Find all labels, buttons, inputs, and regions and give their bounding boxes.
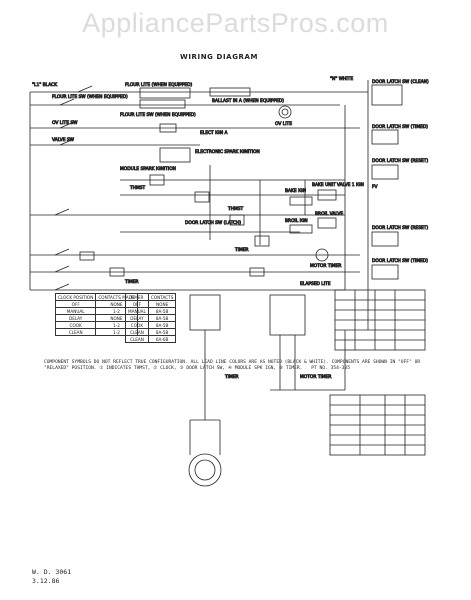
label-broil-ign: BROIL IGN [285,218,308,224]
table-cell: 8A-5B [147,314,177,322]
label-timer-3: TIMER [224,374,239,380]
table-cell: 8A-5B [147,307,177,315]
table-cell: COOK [54,321,97,329]
floor-lite-tube [139,87,191,99]
table-cell: DELAY [54,314,97,322]
door-latch-sw-1 [371,84,403,106]
table-cell: CLEAN [125,335,149,343]
door-latch-sw-4 [371,231,399,247]
table-cell: 6A-6B [147,335,177,343]
table-cell: MANUAL [125,307,149,315]
oven-lite-bulb [278,105,292,119]
label-motor-timer: MOTOR TIMER [310,263,341,269]
table-cell: NONE [147,300,177,308]
footer-date: 3.12.86 [32,577,60,585]
label-ov-lite-sw: OV LITE SW [52,120,78,126]
label-door-latch-latch: DOOR LATCH SW (LATCH) [185,220,241,226]
label-broil-valve: BROIL VALVE [315,211,343,217]
label-module-spark: MODULE SPARK IGNITION [120,166,176,172]
door-latch-sw-5 [371,264,399,280]
watermark: AppliancePartsPros.com [82,8,389,38]
label-l1: "L1" BLACK [32,82,57,88]
label-elapsed-lite: ELAPSED LITE [300,281,331,287]
label-floor-lite-sw2: FLOUR LITE SW (WHEN EQUIPPED) [120,112,196,118]
label-fv: FV [372,184,378,190]
component-note: COMPONENT SYMBOLS DO NOT REFLECT TRUE CO… [44,360,424,372]
note-text: COMPONENT SYMBOLS DO NOT REFLECT TRUE CO… [44,360,421,371]
label-door-latch-4: DOOR LATCH SW (RESET) [372,225,428,231]
ballast [209,87,251,97]
bake-ign [289,196,313,206]
door-latch-sw-3 [371,164,399,180]
contacts-header: CLOCK POSITION [54,293,97,301]
table-cell: OFF [125,300,149,308]
label-door-latch-1: DOOR LATCH SW (CLEAN) [372,79,429,85]
part-ref: PT NO. 354-335 [311,366,350,371]
table-cell: CLEAN [54,328,97,336]
label-electronic-spark: ELECTRONIC SPARK IGNITION [195,149,260,155]
broil-valve [317,217,337,229]
table-cell: DELAY [125,314,149,322]
label-timer-2: TIMER [234,247,249,253]
spark-module [159,147,191,163]
motor-block [269,294,306,336]
thmst-box [149,174,165,186]
broil-ign [289,224,313,234]
label-ov-lite: OV LITE [275,121,292,127]
timer-header: CONTACTS [147,293,177,301]
diagram-title: WIRING DIAGRAM [180,53,259,61]
label-bake-ign: BAKE IGN [285,188,306,194]
label-door-latch-5: DOOR LATCH SW (TIMED) [372,258,428,264]
table-cell: MANUAL [54,307,97,315]
table-cell: 8A-5B [147,321,177,329]
label-n: "N" WHITE [330,76,353,82]
label-timer-1: TIMER [124,279,139,285]
label-ballast: BALLAST IN A (WHEN EQUIPPED) [212,98,284,104]
timer-dial [188,453,222,487]
label-floor-lite-sw: FLOUR LITE SW (WHEN EQUIPPED) [52,94,128,100]
label-door-latch-3: DOOR LATCH SW (RESET) [372,158,428,164]
door-latch-sw-2 [371,129,399,145]
label-thmst-1: THMST [129,185,146,191]
footer-code: W. D. 3061 [32,568,72,576]
clock-diagram [189,294,221,331]
label-door-latch-2: DOOR LATCH SW (TIMED) [372,124,428,130]
label-floor-lite: FLOUR LITE (WHEN EQUIPPED) [125,82,193,88]
table-cell: COOK [125,321,149,329]
label-elect-ign: ELECT IGN A [200,130,228,136]
label-bake-valve: BAKE UNIT VALVE 1 IGN [312,182,364,188]
label-valve-sw: VALVE SW [52,137,75,143]
table-cell: CLEAN [125,328,149,336]
table-cell: OFF [54,300,97,308]
bake-valve [317,189,337,201]
label-motor-timer-2: MOTOR TIMER [300,374,331,380]
table-cell: 8A-5B [147,328,177,336]
motor-timer [315,248,329,262]
label-thmst-2: THMST [227,206,244,212]
timer-header: TIMER [125,293,149,301]
